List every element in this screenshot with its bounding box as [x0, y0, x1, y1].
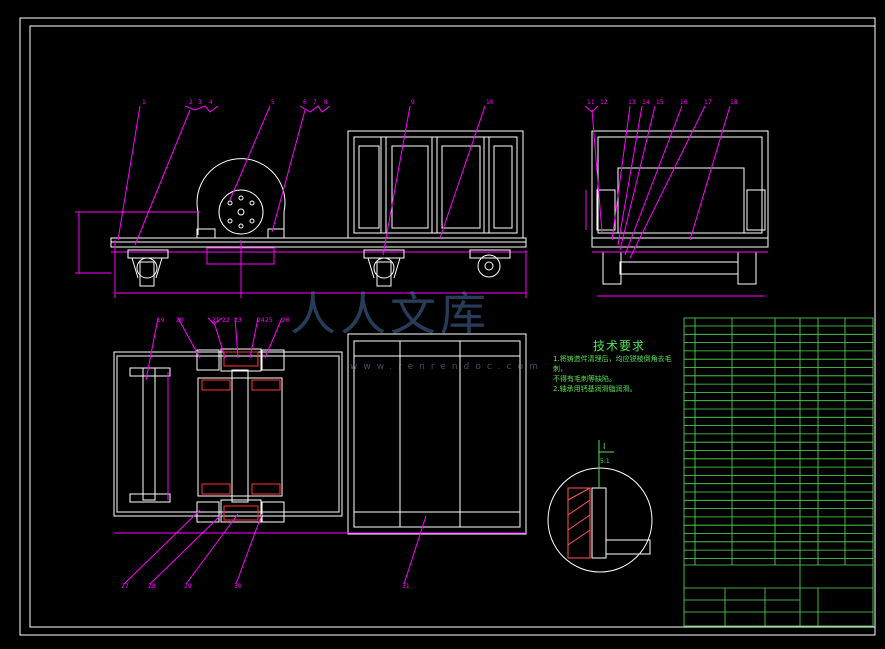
balloon-label: 24 — [257, 317, 265, 324]
detail-letter: I — [603, 442, 605, 451]
balloon-label: 1 — [142, 99, 146, 106]
balloon-label: 7 — [313, 99, 317, 106]
tech-note-line: 2.轴承用钙基润滑脂润滑。 — [553, 385, 637, 393]
watermark-url: www.renrendoc.com — [350, 362, 544, 372]
balloon-label: 11 — [587, 99, 595, 106]
parts-list-table — [683, 317, 874, 627]
balloon-label: 18 — [730, 99, 738, 106]
balloon-label: 3 — [198, 99, 202, 106]
front-leaders — [117, 105, 486, 256]
balloon-label: 6 — [303, 99, 307, 106]
wheel-set-left — [127, 249, 169, 287]
balloon-label: 17 — [704, 99, 712, 106]
balloon-label: 4 — [209, 99, 213, 106]
watermark-text: 人人文库 — [290, 287, 490, 341]
sheet-inner-border — [29, 25, 876, 628]
front-cage — [347, 130, 524, 239]
balloon-label: 2 — [189, 99, 193, 106]
balloon-label: 19 — [157, 317, 165, 324]
balloon-label: 28 — [148, 583, 156, 590]
balloon-label: 12 — [600, 99, 608, 106]
balloon-label: 29 — [184, 583, 192, 590]
balloon-label: 27 — [121, 583, 129, 590]
balloon-label: 21 — [212, 317, 220, 324]
balloon-label: 13 — [628, 99, 636, 106]
balloon-label: 10 — [486, 99, 494, 106]
balloon-label: 15 — [656, 99, 664, 106]
technical-requirements: 技术要求 1.将铸造件清理后，均应锐棱倒角去毛刺， 不得有毛刺等缺陷。 2.轴承… — [553, 337, 678, 394]
tech-note-line: 1.将铸造件清理后，均应锐棱倒角去毛刺， — [553, 355, 672, 373]
side-view — [585, 130, 769, 297]
drum-flange — [218, 189, 264, 235]
balloon-label: 22 — [222, 317, 230, 324]
balloon-label: 26 — [282, 317, 290, 324]
balloon-label: 20 — [176, 317, 184, 324]
wheel-set-right — [469, 249, 511, 278]
side-leaders — [584, 105, 731, 259]
drum-housing — [196, 158, 286, 235]
wheel-set-middle — [363, 249, 405, 287]
detail-scale: 5:1 — [600, 458, 610, 465]
balloon-label: 9 — [411, 99, 415, 106]
plan-leaders — [123, 317, 427, 585]
technical-requirements-title: 技术要求 — [593, 339, 646, 353]
balloon-label: 25 — [265, 317, 273, 324]
tech-note-line: 不得有毛刺等缺陷。 — [553, 375, 616, 383]
front-view — [75, 130, 527, 298]
balloon-label: 14 — [642, 99, 650, 106]
balloon-label: 31 — [402, 583, 410, 590]
plan-view — [113, 333, 527, 535]
balloon-label: 5 — [271, 99, 275, 106]
balloon-label: 23 — [234, 317, 242, 324]
balloon-label: 16 — [680, 99, 688, 106]
balloon-label: 8 — [324, 99, 328, 106]
balloon-label: 30 — [234, 583, 242, 590]
detail-view — [547, 440, 653, 573]
